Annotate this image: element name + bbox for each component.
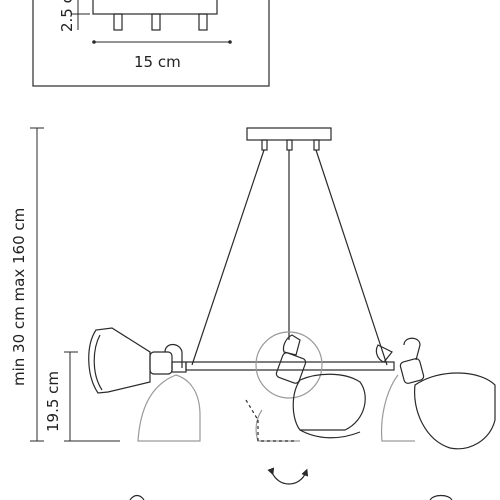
- center-rotation-circle: [255, 331, 323, 399]
- lamp-left-holder: [149, 351, 173, 375]
- canopy-width-dim-dot-right: [228, 40, 232, 44]
- cable-right: [315, 149, 388, 366]
- canopy-detail-box: 2.5 cm 15 cm: [32, 0, 270, 87]
- lamp-center: [245, 331, 366, 442]
- cable-left: [191, 149, 265, 366]
- ceiling-canopy: [246, 127, 332, 151]
- lamp-center-holder: [275, 352, 307, 384]
- support-bar: [185, 361, 395, 371]
- shade-height-dimension: 19.5 cm: [44, 351, 120, 442]
- suspension-cables: [191, 149, 388, 366]
- canopy-plate: [92, 0, 218, 15]
- lamp-center-shade: [292, 373, 366, 431]
- rotation-arrow-path: [267, 467, 309, 485]
- lamp-left-bracket: [164, 343, 183, 368]
- lamp-center-bracket: [282, 334, 301, 356]
- suspension-dimension: min 30 cm max 160 cm: [10, 127, 44, 442]
- bottom-fragment-left: [129, 494, 145, 500]
- shade-height-label: 19.5 cm: [44, 371, 62, 432]
- lamp-left-ghost-shade: [137, 374, 201, 442]
- suspension-label: min 30 cm max 160 cm: [10, 208, 28, 386]
- rotate-arrow-icon: [267, 467, 309, 485]
- detail-frame: [32, 0, 270, 87]
- canopy-width-label: 15 cm: [134, 53, 181, 71]
- lamp-right-holder: [399, 358, 425, 384]
- canopy-hook-left: [261, 139, 268, 151]
- lamp-right-ghost-shade: [380, 374, 415, 442]
- lamp-right-bracket: [403, 337, 421, 361]
- canopy-pin-right: [198, 13, 208, 31]
- bottom-fragment-right: [429, 494, 453, 500]
- canopy-width-dim-dot-left: [92, 40, 96, 44]
- lamp-center-dashed-arc: [245, 399, 259, 421]
- lamp-right: [375, 337, 496, 450]
- canopy-hook-right: [313, 139, 320, 151]
- lamp-center-dashed-path: [257, 420, 296, 442]
- lamp-left-joint: [171, 361, 187, 373]
- lamp-center-shade-rim: [299, 429, 361, 439]
- canopy-height-label: 2.5 cm: [58, 0, 76, 32]
- lamp-left: [88, 327, 187, 394]
- canopy-pin-left: [113, 13, 123, 31]
- lamp-right-clip: [375, 344, 393, 363]
- canopy-pin-center: [151, 13, 161, 31]
- ceiling-canopy-plate: [246, 127, 332, 141]
- lamp-left-shade-rim: [93, 334, 103, 391]
- canopy-hook-center: [286, 139, 293, 151]
- lamp-right-shade: [413, 372, 496, 450]
